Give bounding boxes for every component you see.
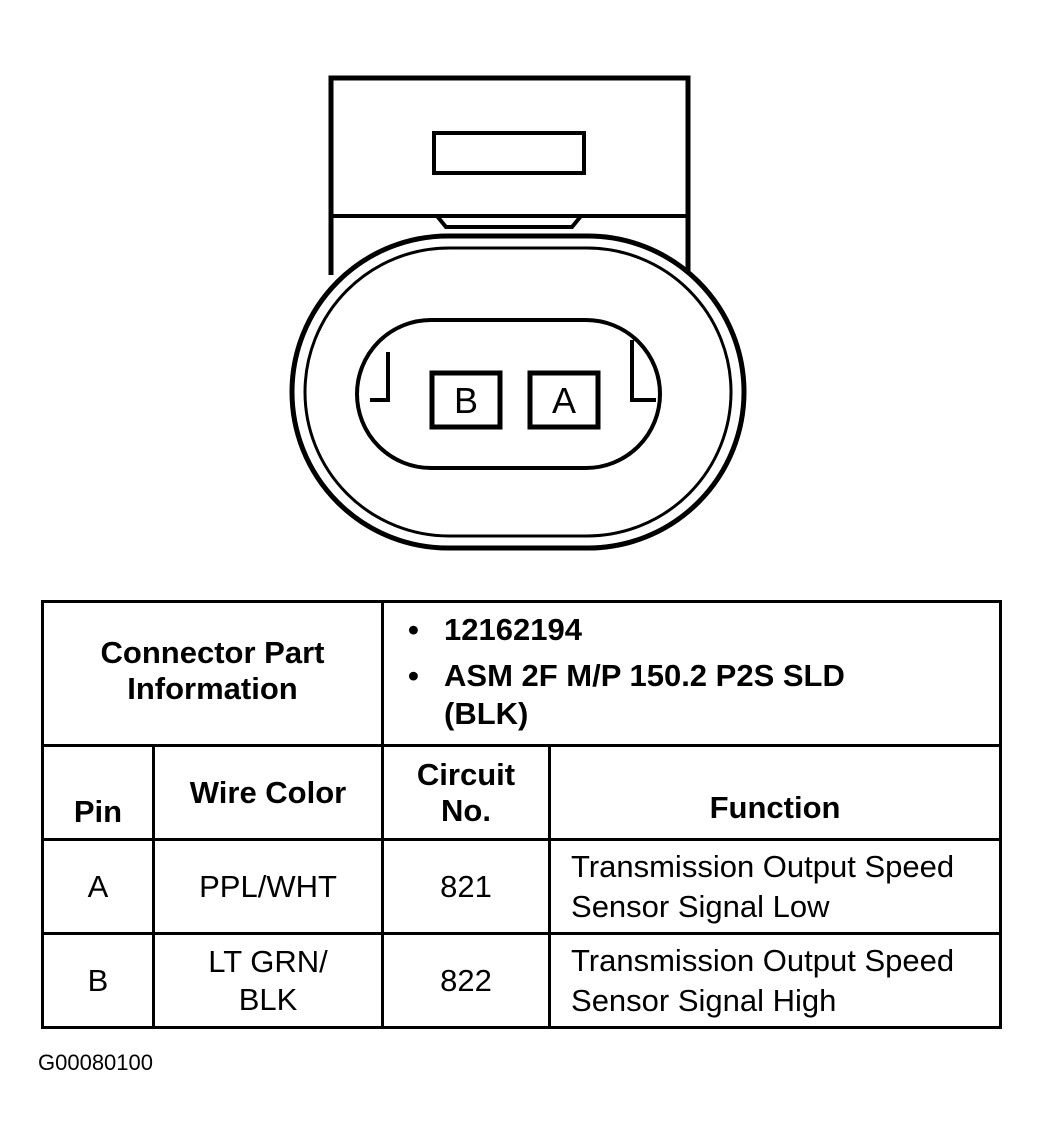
header-function: Function <box>548 744 1003 841</box>
function-cell: Transmission Output Speed Sensor Signal … <box>548 932 1003 1029</box>
table-row: B LT GRN/ BLK 822 Transmission Output Sp… <box>41 932 1003 1029</box>
part-info-cell: 12162194 ASM 2F M/P 150.2 P2S SLD (BLK) <box>381 600 1003 747</box>
latch-slot <box>432 131 586 175</box>
header-circuit-no: Circuit No. <box>381 744 552 841</box>
pin-label-a: A <box>552 380 576 421</box>
pin-cell: A <box>41 838 155 935</box>
pin-cavity-a: A <box>527 370 601 430</box>
function-cell: Transmission Output Speed Sensor Signal … <box>548 838 1003 935</box>
circuit-cell: 822 <box>381 932 552 1029</box>
connector-key-left <box>370 352 390 402</box>
header-row: Pin Wire Color Circuit No. Function <box>41 744 1003 841</box>
circuit-cell: 821 <box>381 838 552 935</box>
part-number: 12162194 <box>408 611 999 649</box>
connector-face-diagram: B A <box>289 75 747 551</box>
figure-code: G00080100 <box>38 1050 153 1075</box>
connector-key-right <box>630 340 656 402</box>
pin-cavity-b: B <box>429 370 503 430</box>
pin-cell: B <box>41 932 155 1029</box>
part-info-row: Connector Part Information 12162194 ASM … <box>40 600 1003 747</box>
connector-info-table: Connector Part Information 12162194 ASM … <box>40 600 1003 1029</box>
wire-color-cell: LT GRN/ BLK <box>151 932 385 1029</box>
header-wire-color: Wire Color <box>151 744 385 841</box>
part-info-label: Connector Part Information <box>40 600 385 747</box>
connector-body <box>289 233 747 551</box>
table-row: A PPL/WHT 821 Transmission Output Speed … <box>41 838 1003 935</box>
header-pin: Pin <box>41 744 155 841</box>
wire-color-cell: PPL/WHT <box>151 838 385 935</box>
connector-latch <box>328 75 691 275</box>
part-description: ASM 2F M/P 150.2 P2S SLD (BLK) <box>408 657 999 733</box>
pin-label-b: B <box>454 380 478 421</box>
part-info-list: 12162194 ASM 2F M/P 150.2 P2S SLD (BLK) <box>384 611 999 733</box>
